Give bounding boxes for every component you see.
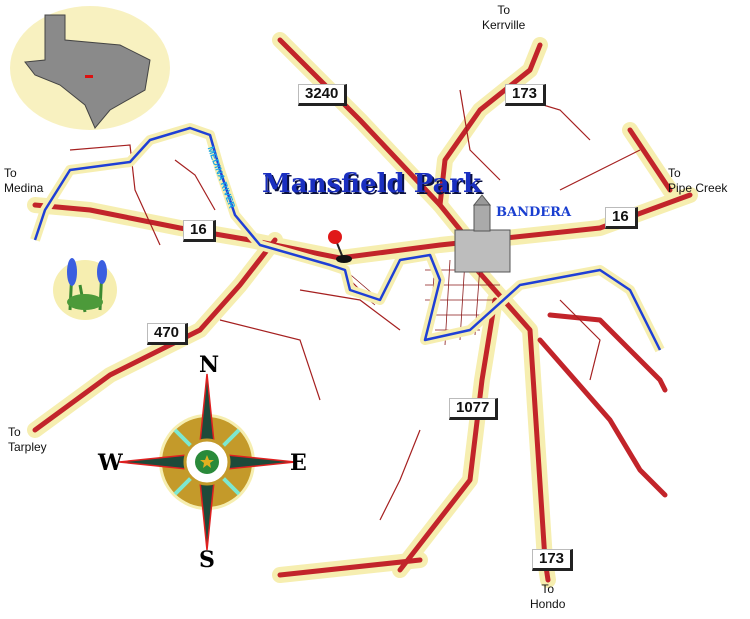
bandera-county-marker: [85, 75, 93, 78]
shield-16-east: 16: [605, 207, 638, 229]
town-label-bandera: BANDERA: [496, 205, 572, 220]
local-roads: [69, 89, 641, 521]
shield-1077: 1077: [449, 398, 499, 420]
compass-rose: [118, 373, 296, 551]
courthouse-icon: [454, 194, 511, 273]
highway-1077: [397, 297, 498, 573]
highway-16: [32, 192, 693, 261]
highway-470: [32, 237, 278, 433]
shield-173-north: 173: [505, 84, 547, 106]
shield-16-west: 16: [183, 220, 216, 242]
shield-470: 470: [147, 323, 189, 345]
park-title: Mansfield Park: [262, 169, 482, 199]
bluebonnet-flowers: [53, 258, 117, 320]
shield-3240: 3240: [298, 84, 348, 106]
shield-173-south: 173: [532, 549, 574, 571]
compass-south: S: [199, 547, 215, 573]
compass-east: E: [290, 450, 307, 476]
road-east: [547, 312, 668, 393]
compass-west: W: [98, 450, 123, 476]
road-southeast: [537, 337, 668, 498]
location-pin-icon: [328, 230, 352, 263]
texas-inset-map: [10, 6, 170, 130]
compass-north: N: [199, 352, 220, 378]
highway-173-north: [437, 42, 543, 208]
road-pipe-creek: [627, 127, 673, 193]
highways: [32, 37, 693, 583]
medina-river-line: [33, 126, 662, 351]
highway-3240: [277, 37, 473, 245]
road-south: [277, 557, 423, 578]
